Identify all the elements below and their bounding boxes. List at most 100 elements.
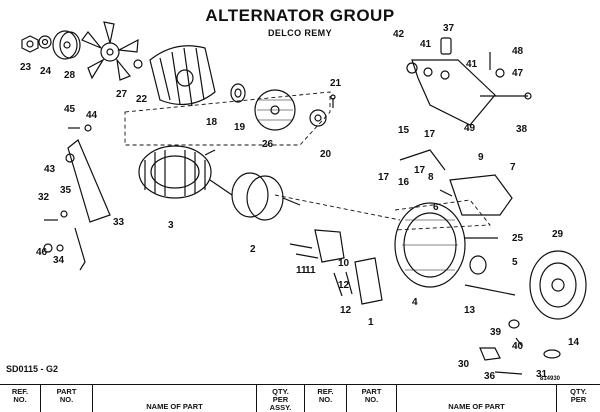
callout-14: 14 xyxy=(568,337,580,348)
diode-trio-part xyxy=(399,149,446,171)
callout-49: 49 xyxy=(464,123,476,134)
page-subtitle: DELCO REMY xyxy=(267,28,332,38)
callout-6: 6 xyxy=(433,202,439,213)
slip-ring-end-frame-part xyxy=(394,202,466,288)
col-name-of-part: NAME OF PART xyxy=(92,385,256,412)
callout-16: 16 xyxy=(398,177,410,188)
terminal-part xyxy=(464,284,516,296)
screw-part xyxy=(330,94,336,108)
washer-44-part xyxy=(84,124,92,132)
callout-11-b: 11 xyxy=(305,265,316,276)
nut-42-part xyxy=(406,62,418,74)
callout-33: 33 xyxy=(113,217,125,228)
figure-number: 814930 xyxy=(540,376,561,382)
callout-19: 19 xyxy=(234,122,246,133)
callout-39: 39 xyxy=(490,327,502,338)
rectifier-part xyxy=(439,174,513,216)
washer-35-part xyxy=(60,210,68,218)
callout-9: 9 xyxy=(478,152,484,163)
stator-part xyxy=(138,145,216,199)
col-ref-no: REF.NO. xyxy=(11,387,29,404)
callout-3: 3 xyxy=(168,220,174,231)
callout-31: 31 xyxy=(536,369,548,380)
callout-48: 48 xyxy=(512,46,524,57)
callout-34: 34 xyxy=(53,255,65,266)
callout-17-a: 17 xyxy=(378,172,390,183)
bolt-38-part xyxy=(480,92,532,100)
stud-part xyxy=(494,371,523,375)
callout-38: 38 xyxy=(516,124,528,135)
nut-43-part xyxy=(65,153,75,163)
pulley-part xyxy=(52,30,81,60)
callout-12-a: 12 xyxy=(340,305,352,316)
rear-cover-part xyxy=(529,250,587,320)
callout-42: 42 xyxy=(393,29,405,40)
bearing-part xyxy=(230,83,246,103)
adjusting-strap-part xyxy=(67,139,111,271)
callout-2: 2 xyxy=(250,244,256,255)
callout-43: 43 xyxy=(44,164,56,175)
callout-37: 37 xyxy=(443,23,455,34)
callout-32: 32 xyxy=(38,192,50,203)
callout-23: 23 xyxy=(20,62,32,73)
callout-30: 30 xyxy=(458,359,470,370)
gasket-part xyxy=(309,109,327,127)
callout-46: 46 xyxy=(36,247,48,258)
col-name-of-part-2: NAME OF PART xyxy=(396,385,556,412)
diagram-code: SD0115 - G2 xyxy=(6,364,59,374)
callout-11-a: 11 xyxy=(296,265,307,276)
assembly-guide-lines xyxy=(124,91,491,231)
callout-41-a: 41 xyxy=(420,39,432,50)
pulley-nut-part xyxy=(21,35,39,53)
callout-26: 26 xyxy=(262,139,274,150)
nut-34-part xyxy=(56,244,64,252)
drive-end-frame-part xyxy=(149,45,216,107)
retainer-plate-part xyxy=(254,89,296,131)
callout-25: 25 xyxy=(512,233,524,244)
callout-44: 44 xyxy=(86,110,98,121)
nut-40-part xyxy=(515,337,523,347)
screw-set-part xyxy=(289,243,353,297)
callout-15: 15 xyxy=(398,125,410,136)
washer-46-part xyxy=(43,243,53,253)
callout-12-b: 12 xyxy=(338,280,350,291)
callout-36: 36 xyxy=(484,371,496,382)
callout-8: 8 xyxy=(428,172,434,183)
fan-part xyxy=(81,21,139,81)
slip-ring-bearing-part xyxy=(469,255,487,275)
callout-35: 35 xyxy=(60,185,72,196)
callout-24: 24 xyxy=(40,66,52,77)
callout-47: 47 xyxy=(512,68,524,79)
callout-18: 18 xyxy=(206,117,218,128)
callout-17-b: 17 xyxy=(424,129,436,140)
sleeve-37-part xyxy=(440,37,452,55)
callout-20: 20 xyxy=(320,149,332,160)
regulator-part xyxy=(354,257,383,305)
spacer-part xyxy=(133,59,143,69)
callout-1: 1 xyxy=(368,317,374,328)
washer-14-part xyxy=(543,349,561,359)
callout-27: 27 xyxy=(116,89,128,100)
connector-part xyxy=(479,347,501,361)
rotor-part xyxy=(209,172,301,221)
callout-13: 13 xyxy=(464,305,476,316)
callout-10: 10 xyxy=(338,258,350,269)
brush-holder-part xyxy=(314,229,345,263)
col-ref-no-2: REF.NO. xyxy=(304,385,346,412)
callout-21: 21 xyxy=(330,78,342,89)
callout-45: 45 xyxy=(64,104,76,115)
callout-40: 40 xyxy=(512,341,524,352)
page-title: ALTERNATOR GROUP xyxy=(205,6,395,25)
lock-washer-part xyxy=(38,35,52,49)
callout-29: 29 xyxy=(552,229,564,240)
washer-47-part xyxy=(495,68,505,78)
callout-22: 22 xyxy=(136,94,148,105)
callout-28: 28 xyxy=(64,70,76,81)
callout-41-b: 41 xyxy=(466,59,478,70)
callout-5: 5 xyxy=(512,257,518,268)
